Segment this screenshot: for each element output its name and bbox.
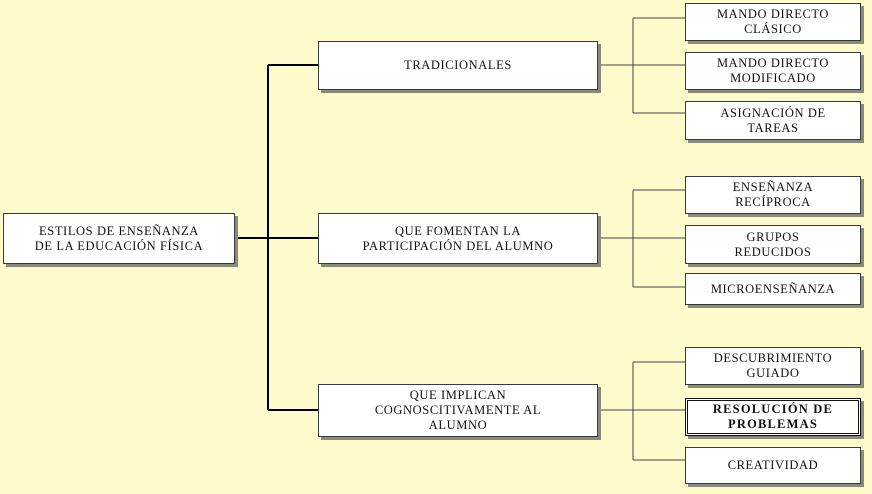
leaf-node-grupos-reducidos: GRUPOS REDUCIDOS [685, 225, 861, 264]
leaf-node-microensenanza: MICROENSEÑANZA [685, 273, 861, 305]
category-node-tradicionales: TRADICIONALES [318, 41, 598, 90]
leaf-node-mando-directo-clasico: MANDO DIRECTO CLÁSICO [685, 3, 861, 41]
leaf-node-creatividad: CREATIVIDAD [685, 447, 861, 484]
category-node-participacion: QUE FOMENTAN LA PARTICIPACIÓN DEL ALUMNO [318, 213, 598, 264]
leaf-node-resolucion-problemas: RESOLUCIÓN DE PROBLEMAS [685, 398, 861, 436]
leaf-node-mando-directo-modificado: MANDO DIRECTO MODIFICADO [685, 52, 861, 90]
leaf-node-ensenanza-reciproca: ENSEÑANZA RECÍPROCA [685, 176, 861, 214]
leaf-node-asignacion-tareas: ASIGNACIÓN DE TAREAS [685, 101, 861, 140]
root-node: ESTILOS DE ENSEÑANZA DE LA EDUCACIÓN FÍS… [3, 213, 235, 264]
leaf-node-descubrimiento-guiado: DESCUBRIMIENTO GUIADO [685, 347, 861, 385]
category-node-cognoscitivo: QUE IMPLICAN COGNOSCITIVAMENTE AL ALUMNO [318, 384, 598, 437]
